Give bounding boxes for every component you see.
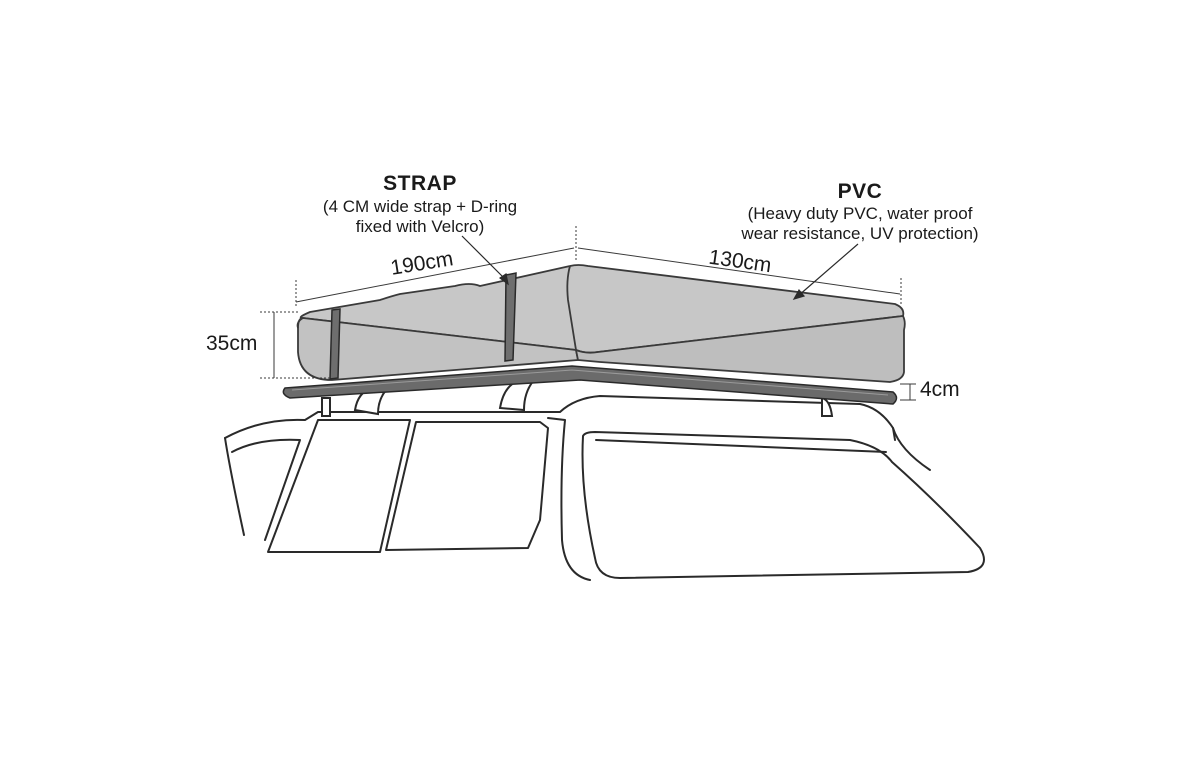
mattress-right-side: [575, 315, 906, 383]
mattress-corner-seam: [566, 265, 577, 351]
car-windshield: [231, 438, 301, 541]
strap-pointer-arrow: [498, 273, 509, 286]
dim-width-line: [577, 247, 901, 295]
strap-desc-line1: (4 CM wide strap + D-ring: [322, 197, 518, 216]
pvc-desc-line2: wear resistance, UV protection): [741, 224, 979, 243]
car-b-pillar: [385, 421, 549, 551]
straps: [329, 272, 517, 380]
pvc-title: PVC: [837, 180, 883, 203]
rack-foot-front: [321, 397, 331, 417]
car-front-window: [267, 419, 411, 553]
pvc-pointer-line: [797, 243, 859, 297]
dim-length-line: [295, 247, 575, 303]
roof-rack: [282, 365, 898, 405]
car-rear-line: [892, 427, 931, 471]
car-front-pillar: [224, 437, 245, 536]
pvc-pointer-arrow: [792, 288, 806, 300]
strap-title: STRAP: [383, 172, 457, 195]
car-c-pillar: [547, 417, 591, 581]
callout-pointers: [461, 235, 859, 300]
strap-right: [504, 272, 517, 362]
mattress-front-edge: [296, 317, 304, 329]
strap-left: [329, 308, 341, 380]
dimension-lines: [260, 226, 916, 401]
car-roof-line: [224, 395, 896, 441]
pvc-desc-line1: (Heavy duty PVC, water proof: [747, 204, 973, 223]
car-rear-window-trim: [595, 439, 887, 453]
mattress: [296, 264, 906, 383]
rack-bar-highlight: [291, 369, 889, 396]
rack-foot-rear: [821, 396, 834, 417]
dim-rail-label: 4cm: [920, 378, 960, 401]
strap-pointer-line: [461, 235, 507, 281]
dim-height-label: 35cm: [206, 332, 258, 355]
car-outline: [224, 395, 985, 581]
rack-bar: [282, 365, 898, 405]
strap-desc-line2: fixed with Velcro): [355, 217, 485, 236]
car-rear-window: [581, 431, 985, 579]
